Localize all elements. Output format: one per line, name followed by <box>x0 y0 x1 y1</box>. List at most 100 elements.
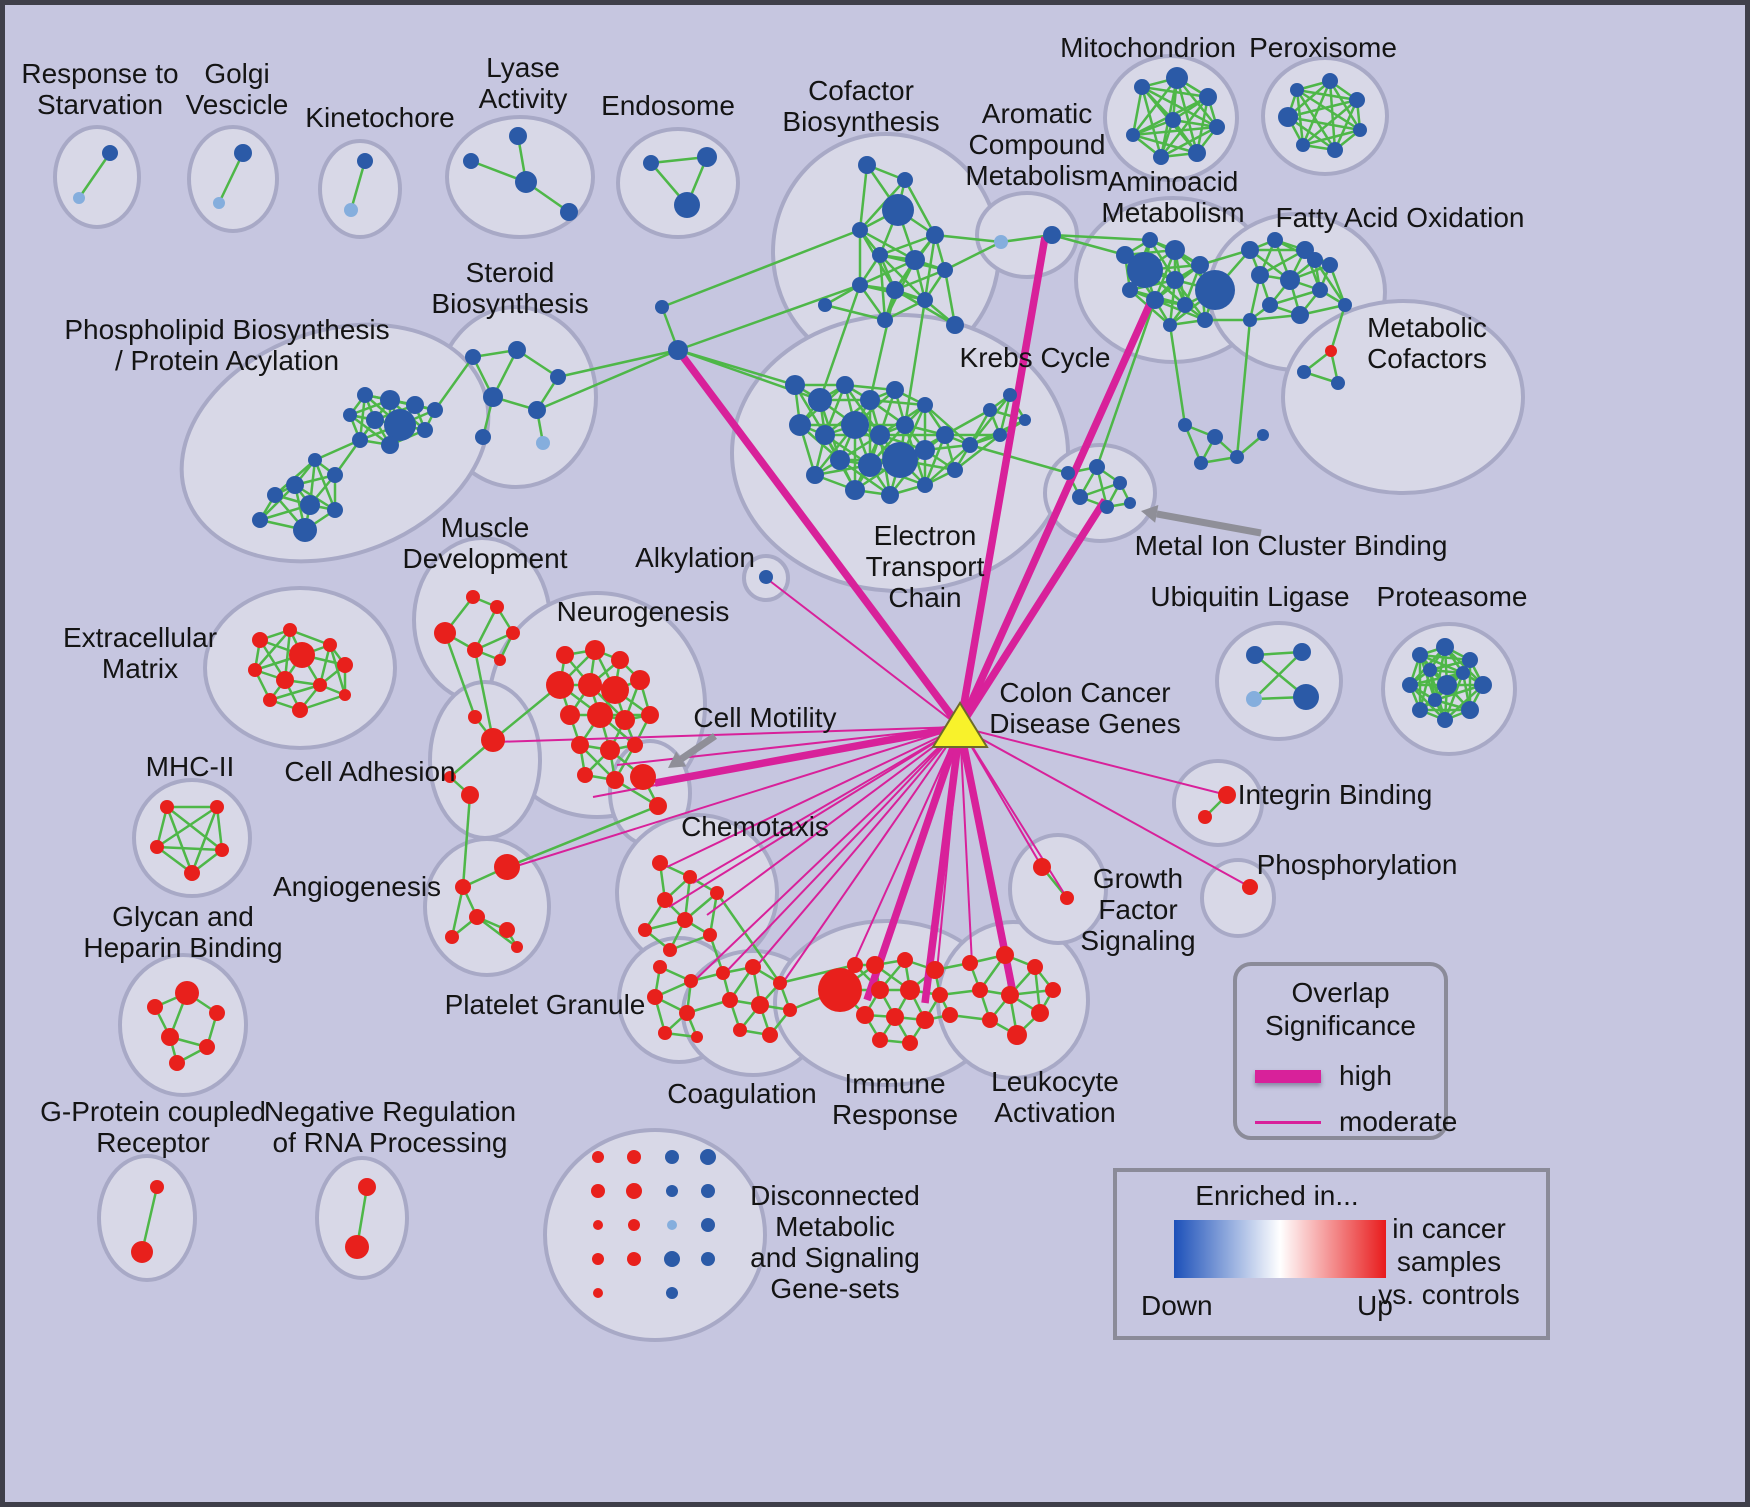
gene-set-node-red <box>147 999 163 1015</box>
gene-overlap-edge <box>349 160 367 211</box>
gene-set-node-red <box>684 974 698 988</box>
gene-set-node-red <box>445 930 459 944</box>
gene-set-node-blue <box>381 436 399 454</box>
gene-set-node-red <box>972 982 988 998</box>
gene-overlap-edge <box>708 892 719 936</box>
gene-set-node-red <box>653 960 667 974</box>
label-neurogenesis: Neurogenesis <box>557 596 730 627</box>
gene-set-node-red <box>494 854 520 880</box>
gene-set-node-blue <box>806 466 824 484</box>
gene-overlap-edge <box>858 164 869 231</box>
gene-set-node-blue <box>785 375 805 395</box>
gene-set-node-blue <box>1197 312 1213 328</box>
gene-set-node-blue <box>1113 476 1127 490</box>
gene-overlap-edge <box>943 269 957 326</box>
gene-set-node-blue <box>1163 318 1177 332</box>
gene-overlap-edge <box>269 683 321 702</box>
inter-cluster-edge <box>433 356 475 411</box>
gene-set-node-red <box>283 623 297 637</box>
gene-set-node-blue <box>881 486 899 504</box>
gene-set-node-blue <box>858 453 882 477</box>
gene-set-node-red <box>499 922 515 938</box>
gene-set-node-red <box>469 909 485 925</box>
label-mhc-ii: MHC-II <box>146 751 235 782</box>
overlap-edge-high <box>674 347 964 730</box>
gene-set-node-blue <box>664 1251 680 1267</box>
cluster-golgi-vescicle <box>187 125 279 233</box>
gene-set-node-red <box>1242 879 1258 895</box>
gene-overlap-edge <box>859 258 916 287</box>
gene-set-node-blue <box>852 277 868 293</box>
gene-set-node-blue <box>327 502 343 518</box>
overlap-legend-title: Overlap Significance <box>1237 976 1444 1042</box>
pointer-arrow <box>1156 510 1262 537</box>
gene-set-node-red <box>560 705 580 725</box>
overlap-edge-moderate <box>840 726 961 992</box>
gene-set-node-red <box>783 1003 797 1017</box>
gene-set-node-red <box>710 886 724 900</box>
gene-overlap-edge <box>254 629 291 671</box>
gene-overlap-edge <box>879 233 936 257</box>
gene-set-node-blue <box>643 155 659 171</box>
gene-overlap-edge <box>1131 86 1144 136</box>
gene-set-node-blue <box>1061 466 1075 480</box>
gene-set-node-blue <box>252 512 268 528</box>
inter-cluster-edge <box>443 632 477 718</box>
gene-set-node-red <box>1027 959 1043 975</box>
gene-overlap-edge <box>313 459 337 511</box>
gene-overlap-edge <box>1333 99 1359 151</box>
gene-set-node-blue <box>962 437 978 453</box>
overlap-edge-high <box>956 236 1049 728</box>
gene-set-node-blue <box>343 408 357 422</box>
gene-set-node-red <box>578 673 602 697</box>
inter-cluster-edge <box>1051 233 1126 257</box>
label-phospholipid-biosynthesis: Phospholipid Biosynthesis/ Protein Acyla… <box>64 314 389 376</box>
gene-set-node-red <box>263 693 277 707</box>
overlap-edge-high <box>654 723 961 787</box>
gene-set-node-lightblue <box>994 235 1008 249</box>
gene-set-node-blue <box>528 401 546 419</box>
gene-overlap-edge <box>1302 99 1358 146</box>
gene-overlap-edge <box>1313 259 1347 306</box>
gene-set-node-red <box>641 706 659 724</box>
gene-set-node-red <box>982 1012 998 1028</box>
cluster-glycan-heparin-binding <box>118 953 248 1097</box>
gene-set-node-red <box>248 663 262 677</box>
cluster-kinetochore <box>318 139 402 239</box>
gene-set-node-blue <box>1209 119 1225 135</box>
gene-overlap-edge <box>217 152 245 204</box>
gene-set-node-red <box>571 736 589 754</box>
gene-overlap-edge <box>289 628 331 647</box>
gene-overlap-edge <box>1269 288 1321 307</box>
gene-set-node-blue <box>293 518 317 542</box>
gene-set-node-red <box>606 771 624 789</box>
overlap-edge-moderate <box>765 577 961 728</box>
gene-set-node-red <box>467 642 483 658</box>
gene-set-node-blue <box>1331 376 1345 390</box>
gene-set-node-blue <box>905 250 925 270</box>
gene-set-node-red <box>751 996 769 1014</box>
gene-set-node-blue <box>560 203 578 221</box>
inter-cluster-edge <box>677 283 861 352</box>
gene-set-node-red <box>587 702 613 728</box>
gene-overlap-edge <box>140 1186 159 1253</box>
gene-overlap-edge <box>1132 125 1218 137</box>
gene-set-node-blue <box>818 298 832 312</box>
gene-set-node-blue <box>1100 500 1114 514</box>
gene-set-node-red <box>683 870 697 884</box>
gene-set-node-blue <box>896 416 914 434</box>
gene-set-node-red <box>215 843 229 857</box>
gene-overlap-edge <box>77 152 112 199</box>
gene-set-node-red <box>592 1253 604 1265</box>
inter-cluster-edge <box>1095 299 1157 468</box>
gene-overlap-edge <box>924 444 971 486</box>
gene-set-node-red <box>679 1005 695 1021</box>
gene-set-node-red <box>996 946 1014 964</box>
overlap-edge-high <box>956 295 1157 729</box>
gene-set-node-blue <box>1124 497 1136 509</box>
gene-set-node-blue <box>1307 252 1323 268</box>
inter-cluster-edge <box>868 289 897 401</box>
gene-set-node-blue <box>836 376 854 394</box>
gene-set-node-blue <box>1178 418 1192 432</box>
